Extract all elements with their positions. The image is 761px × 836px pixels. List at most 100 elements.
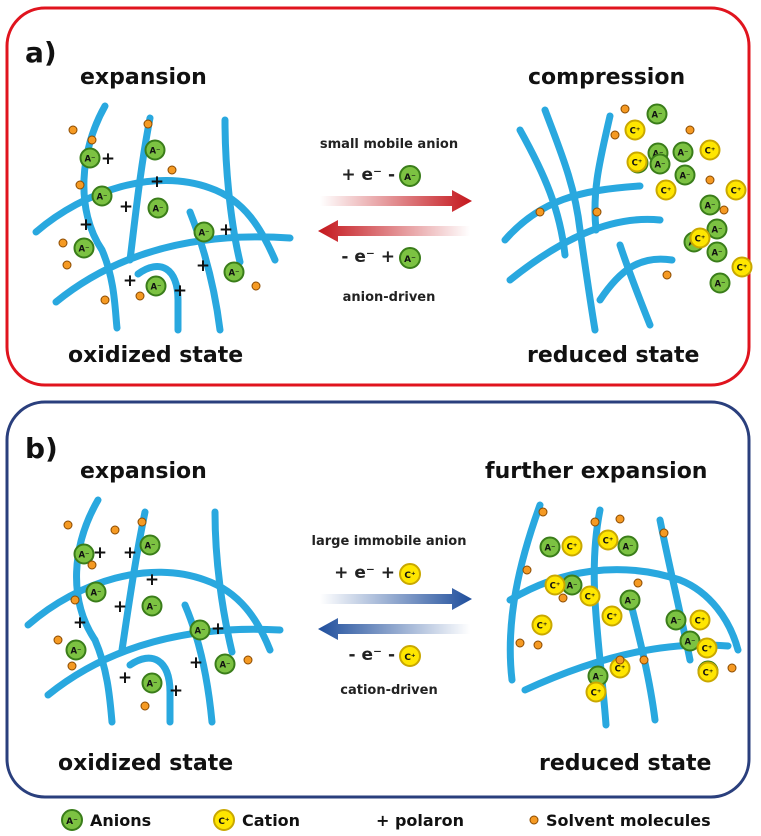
polymer-chain — [52, 233, 294, 306]
solvent-molecule — [535, 207, 545, 217]
solvent-molecule — [615, 655, 625, 665]
panel-b-label: b) — [25, 432, 58, 465]
svg-text:A⁻: A⁻ — [78, 245, 89, 255]
svg-text:C⁺: C⁺ — [591, 689, 602, 699]
polymer-chain — [126, 114, 154, 264]
cation-ion: C⁺ — [655, 179, 677, 201]
svg-text:C⁺: C⁺ — [661, 187, 672, 197]
polaron-mark: + — [219, 220, 233, 240]
cation-ion: C⁺ — [585, 681, 607, 703]
cation-ion: C⁺ — [544, 574, 566, 596]
solvent-molecule — [719, 205, 729, 215]
cation-icon-label: C⁺ — [404, 571, 416, 581]
panel-a-right-title: compression — [528, 65, 685, 90]
solvent-molecule — [705, 175, 715, 185]
solvent-molecule — [615, 514, 625, 524]
panel-a-left-state: oxidized state — [68, 343, 243, 368]
arrow-a-bottom-label: anion-driven — [343, 290, 436, 305]
solvent-molecule — [58, 238, 68, 248]
solvent-molecule — [143, 119, 153, 129]
anion-ion: A⁻ — [646, 103, 668, 125]
anion-ion: A⁻ — [223, 261, 245, 283]
svg-text:C⁺: C⁺ — [537, 622, 548, 632]
cation-ion: C⁺ — [696, 637, 718, 659]
cation-ion: C⁺ — [731, 256, 753, 278]
anion-ion: A⁻ — [139, 534, 161, 556]
polaron-mark: + — [119, 197, 133, 217]
legend-polaron-label: + polaron — [376, 811, 464, 830]
solvent-molecule — [135, 291, 145, 301]
solvent-molecule — [137, 517, 147, 527]
svg-text:A⁻: A⁻ — [96, 193, 107, 203]
arrow-b-forward — [320, 588, 472, 610]
solvent-molecule — [75, 180, 85, 190]
polaron-mark: + — [123, 543, 137, 563]
arrows-b: large immobile anion + e⁻ + C⁺ - e⁻ - C⁺… — [312, 534, 472, 698]
anion-ion: A⁻ — [141, 672, 163, 694]
solvent-molecule — [251, 281, 261, 291]
polymer-chain — [32, 177, 279, 264]
solvent-molecule — [62, 260, 72, 270]
polaron-mark: + — [79, 215, 93, 235]
ions-reduced-a: A⁻A⁻A⁻A⁻A⁻A⁻A⁻A⁻A⁻A⁻A⁻C⁺C⁺C⁺C⁺C⁺C⁺C⁺ — [535, 103, 753, 294]
svg-text:C⁺: C⁺ — [737, 264, 748, 274]
anion-ion: A⁻ — [91, 185, 113, 207]
svg-text:A⁻: A⁻ — [146, 603, 157, 613]
solvent-molecule — [533, 640, 543, 650]
solvent-molecule — [515, 638, 525, 648]
svg-text:C⁺: C⁺ — [567, 543, 578, 553]
arrow-b-backward — [318, 618, 470, 640]
svg-text:A⁻: A⁻ — [714, 280, 725, 290]
anion-icon — [399, 165, 421, 187]
legend-anions-label: Anions — [90, 811, 151, 830]
ions-oxidized-a: A⁻A⁻A⁻A⁻A⁻A⁻A⁻A⁻++++++++ — [58, 119, 261, 305]
polymer-chain — [118, 508, 149, 654]
panel-a-left-title: expansion — [80, 65, 207, 90]
panel-b-right-state: reduced state — [539, 751, 711, 776]
svg-text:C⁺: C⁺ — [632, 159, 643, 169]
polymer-chain — [134, 263, 182, 334]
solvent-molecule — [67, 661, 77, 671]
anion-ion: A⁻ — [709, 272, 731, 294]
svg-text:A⁻: A⁻ — [592, 673, 603, 683]
anion-icon-label: A⁻ — [404, 255, 416, 265]
legend: A⁻ Anions C⁺ Cation + polaron Solvent mo… — [61, 809, 711, 831]
svg-text:A⁻: A⁻ — [566, 582, 577, 592]
anion-ion: A⁻ — [189, 619, 211, 641]
arrow-b-backward-eq: - e⁻ - — [349, 645, 395, 665]
polaron-mark: + — [113, 597, 127, 617]
solvent-molecule — [662, 270, 672, 280]
solvent-molecule — [87, 560, 97, 570]
solvent-molecule — [633, 578, 643, 588]
cation-ion: C⁺ — [689, 227, 711, 249]
anion-ion: A⁻ — [214, 653, 236, 675]
anion-ion: A⁻ — [79, 147, 101, 169]
anion-icon-label: A⁻ — [404, 173, 416, 183]
cation-ion: C⁺ — [597, 529, 619, 551]
legend-cation-label: Cation — [242, 811, 300, 830]
svg-text:A⁻: A⁻ — [152, 205, 163, 215]
polymer-chain — [591, 112, 614, 234]
solvent-molecule — [620, 104, 630, 114]
svg-text:A⁻: A⁻ — [78, 551, 89, 561]
anion-ion: A⁻ — [147, 197, 169, 219]
panel-a-right-state: reduced state — [527, 343, 699, 368]
polymer-chain — [506, 215, 664, 284]
cation-ion: C⁺ — [689, 609, 711, 631]
solvent-molecule — [68, 125, 78, 135]
cation-ion: C⁺ — [579, 585, 601, 607]
solvent-molecule — [522, 565, 532, 575]
solvent-molecule — [659, 528, 669, 538]
polymer-chain — [596, 255, 676, 304]
svg-text:A⁻: A⁻ — [679, 172, 690, 182]
arrow-a-forward — [320, 190, 472, 212]
solvent-molecule — [727, 663, 737, 673]
polaron-mark: + — [196, 256, 210, 276]
svg-text:A⁻: A⁻ — [149, 147, 160, 157]
polaron-mark: + — [211, 619, 225, 639]
arrow-a-backward — [318, 220, 470, 242]
solvent-molecule — [63, 520, 73, 530]
svg-text:A⁻: A⁻ — [711, 226, 722, 236]
solvent-molecule — [140, 701, 150, 711]
